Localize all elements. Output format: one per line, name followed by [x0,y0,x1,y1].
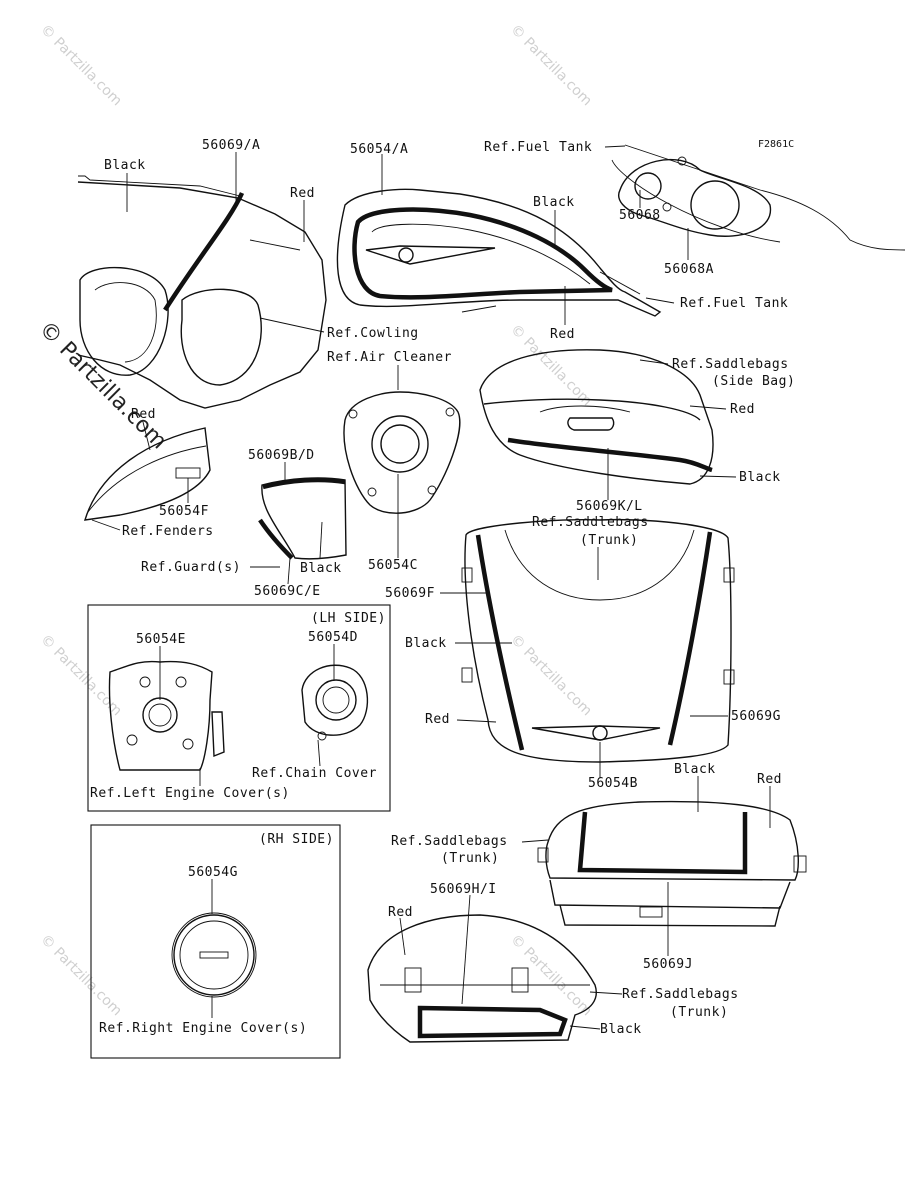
chain-cover-drawing [301,664,369,741]
label-56054-g: 56054G [188,865,238,880]
guard-drawing [258,477,347,560]
label-56069-j: 56069J [643,957,693,972]
labels: Black 56069/A Red Ref.Cowling 56054/A Bl… [90,138,795,1037]
label-ref-fuel-tank-right: Ref.Fuel Tank [680,296,788,311]
label-56068: 56068 [619,208,661,223]
label-ref-trunk-top-2: (Trunk) [580,533,638,548]
label-ref-trunk-rear-1: Ref.Saddlebags [391,834,508,849]
lh-side-box [87,604,391,812]
label-56069-a: 56069/A [202,138,260,153]
label-56054-a: 56054/A [350,142,408,157]
figure-code: F2861C [758,139,794,150]
watermark: © Partzilla.com [507,22,595,110]
label-56069-kl: 56069K/L [576,499,643,514]
label-red-cowling: Red [290,186,315,201]
label-ref-air-cleaner: Ref.Air Cleaner [327,350,452,365]
label-red-trunk-side: Red [388,905,413,920]
label-56069-g: 56069G [731,709,781,724]
label-black-trunk-rear: Black [674,762,716,777]
cowling-drawing [77,175,327,409]
label-black-trunk-side: Black [600,1022,642,1037]
label-rh-side: (RH SIDE) [259,832,334,847]
label-ref-trunk-top-1: Ref.Saddlebags [532,515,649,530]
watermark: © Partzilla.com [507,932,595,1020]
air-cleaner-drawing [343,391,461,514]
fuel-tank-cap-drawing [611,144,906,251]
right-engine-cover-drawing [171,912,257,998]
left-engine-cover-drawing [108,660,225,771]
label-ref-trunk-side-1: Ref.Saddlebags [622,987,739,1002]
label-black-tank: Black [533,195,575,210]
watermark: © Partzilla.com [37,22,125,110]
label-56069-bd: 56069B/D [248,448,315,463]
label-56069-ce: 56069C/E [254,584,321,599]
label-ref-right-engine-cover: Ref.Right Engine Cover(s) [99,1021,307,1036]
label-lh-side: (LH SIDE) [311,611,386,626]
label-black-cowling: Black [104,158,146,173]
rh-side-box [90,824,341,1059]
label-red-fender: Red [131,407,156,422]
watermark: © Partzilla.com [37,932,125,1020]
label-black-saddlebag: Black [739,470,781,485]
label-ref-trunk-rear-2: (Trunk) [441,851,499,866]
watermark: © Partzilla.com [507,632,595,720]
label-red-trunk-front: Red [425,712,450,727]
label-ref-saddlebags-side-1: Ref.Saddlebags [672,357,789,372]
trunk-side-drawing [367,914,597,1043]
label-ref-fenders: Ref.Fenders [122,524,214,539]
leader-lines [91,145,771,1030]
label-56054-f: 56054F [159,504,209,519]
label-56054-d: 56054D [308,630,358,645]
trunk-front-drawing [461,518,735,763]
label-red-saddlebag: Red [730,402,755,417]
watermark: © Partzilla.com [37,632,125,720]
label-ref-trunk-side-2: (Trunk) [670,1005,728,1020]
label-black-guard: Black [300,561,342,576]
label-56069-f: 56069F [385,586,435,601]
label-56068-a: 56068A [664,262,714,277]
label-red-tank: Red [550,327,575,342]
label-ref-fuel-tank-top: Ref.Fuel Tank [484,140,592,155]
watermark-main: © Partzilla.com [34,317,172,455]
side-saddlebag-drawing [479,349,714,485]
label-ref-saddlebags-side-2: (Side Bag) [712,374,795,389]
label-ref-chain-cover: Ref.Chain Cover [252,766,377,781]
label-black-trunk-front: Black [405,636,447,651]
label-56054-b: 56054B [588,776,638,791]
label-red-trunk-rear: Red [757,772,782,787]
label-ref-cowling: Ref.Cowling [327,326,419,341]
label-ref-guards: Ref.Guard(s) [141,560,241,575]
trunk-rear-drawing [537,800,807,927]
label-56069-hi: 56069H/I [430,882,497,897]
label-ref-left-engine-cover: Ref.Left Engine Cover(s) [90,786,290,801]
fuel-tank-drawing [336,188,662,317]
label-56054-c: 56054C [368,558,418,573]
label-56054-e: 56054E [136,632,186,647]
